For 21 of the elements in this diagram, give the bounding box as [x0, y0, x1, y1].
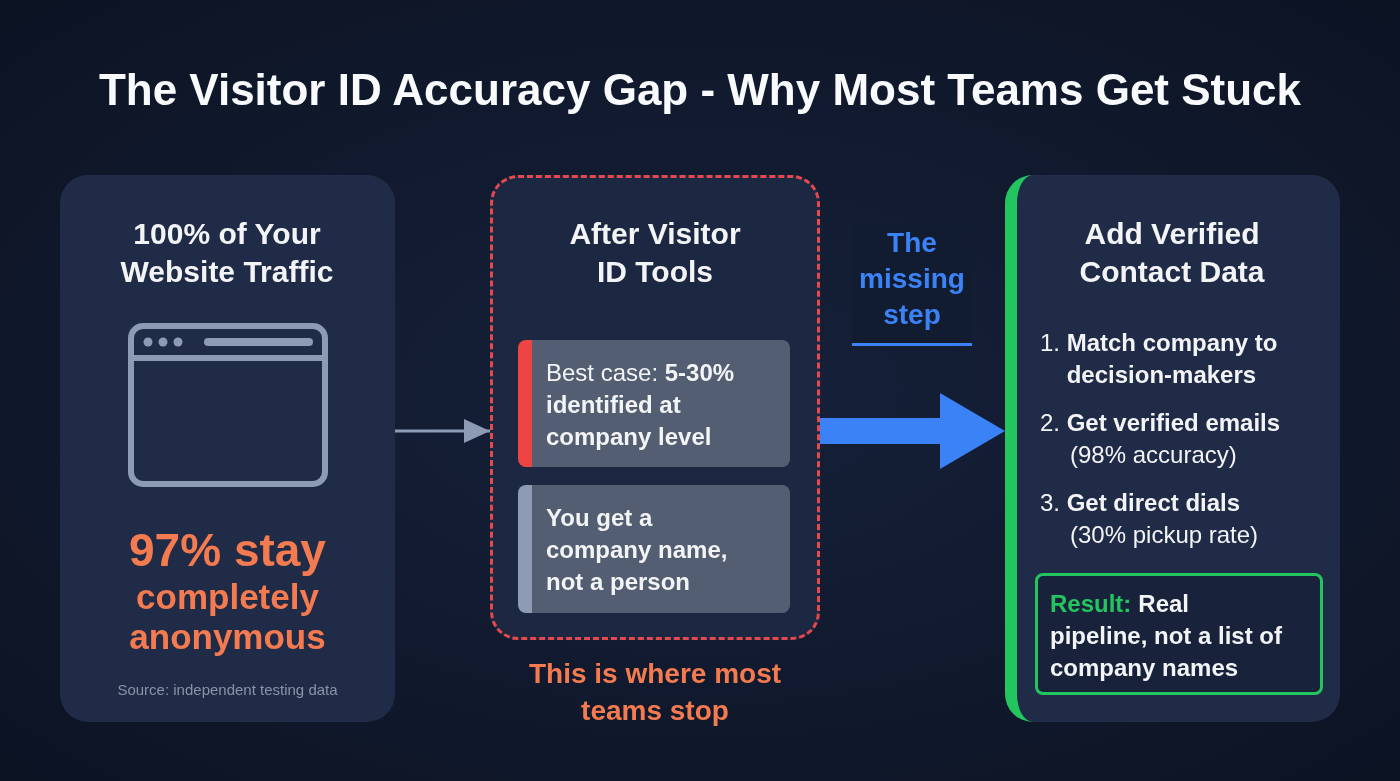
list-item: 2. Get verified emails (98% accuracy) [1040, 408, 1282, 470]
note-card [518, 340, 790, 467]
note-card [518, 485, 790, 613]
panel-heading: 100% of Your Website Traffic [119, 216, 335, 290]
arrow [395, 419, 490, 443]
info-panel [1005, 175, 1340, 722]
dashed-panel [490, 175, 820, 640]
result-box [1035, 573, 1323, 695]
card-text: You get a company name, not a person [546, 503, 729, 597]
page-title: The Visitor ID Accuracy Gap - Why Most Teams Get Stuck [97, 64, 1303, 116]
panel-heading: After Visitor ID Tools [568, 216, 742, 290]
list-item: 3. Get direct dials (30% pickup rate) [1040, 488, 1260, 550]
block-arrow [820, 393, 1005, 469]
stat-text: 97% stay completely anonymous [128, 524, 327, 658]
result-text: Result: Real pipeline, not a list of company names [1050, 589, 1283, 683]
info-panel [60, 175, 395, 722]
caption-text: This is where most teams stop [527, 657, 783, 728]
source-note: Source: independent testing data [116, 681, 339, 699]
card-text: Best case: 5-30% identified at company level [546, 358, 736, 452]
panel-heading: Add Verified Contact Data [1078, 216, 1266, 290]
list-item: 1. Match company to decision-makers [1040, 328, 1279, 390]
